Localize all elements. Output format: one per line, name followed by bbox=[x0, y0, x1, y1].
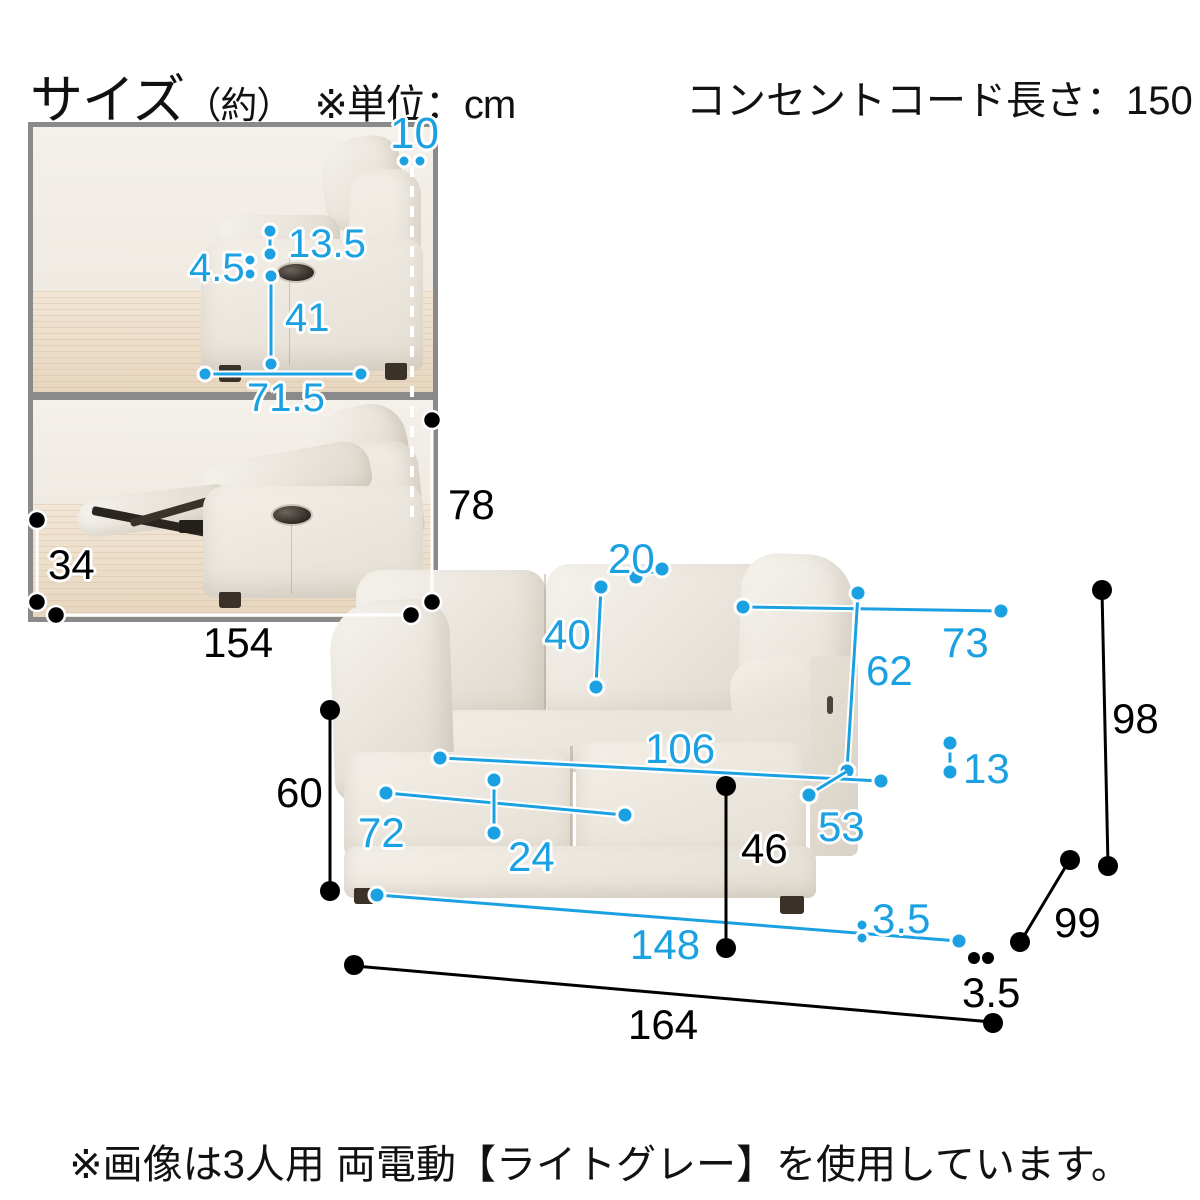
dim-label-34: 34 bbox=[48, 541, 95, 588]
dim-label-4_5: 4.5 bbox=[189, 246, 245, 290]
dim-label-3_5-black: 3.5 bbox=[962, 969, 1021, 1016]
dim-label-99: 99 bbox=[1054, 899, 1101, 946]
dim-label-20: 20 bbox=[608, 535, 655, 582]
photo-panel-side-upright bbox=[28, 122, 438, 397]
size-heading-main: サイズ bbox=[30, 71, 185, 130]
dim-label-53: 53 bbox=[818, 803, 865, 850]
side-body bbox=[201, 239, 423, 371]
dim-label-24: 24 bbox=[508, 833, 555, 880]
sofa-foot-left bbox=[354, 888, 376, 904]
recline-foot-left bbox=[219, 592, 241, 608]
dim-label-3_5-blue: 3.5 bbox=[872, 895, 931, 942]
sofa-front-skirt bbox=[344, 846, 816, 898]
recline-seam bbox=[291, 504, 292, 594]
dim-label-60: 60 bbox=[276, 769, 323, 816]
dim-label-106: 106 bbox=[645, 725, 716, 772]
side-foot-left bbox=[219, 365, 241, 382]
dim-label-10: 10 bbox=[390, 109, 439, 158]
dim-label-72: 72 bbox=[358, 809, 405, 856]
size-heading: サイズ（約） ※単位：cm bbox=[30, 58, 516, 134]
dim-label-148: 148 bbox=[630, 921, 701, 968]
side-foot-right bbox=[385, 363, 407, 380]
dim-label-98: 98 bbox=[1112, 695, 1159, 742]
sofa-back-seam bbox=[544, 574, 546, 722]
dim-label-73: 73 bbox=[942, 619, 989, 666]
dim-label-13_5: 13.5 bbox=[288, 222, 366, 266]
dim-label-78: 78 bbox=[448, 481, 495, 528]
side-seam bbox=[289, 257, 290, 365]
dim-label-154: 154 bbox=[203, 619, 274, 666]
sofa-foot-right bbox=[780, 896, 804, 914]
sofa-lever-slot bbox=[827, 696, 833, 714]
cord-length-label: コンセントコード長さ：150 bbox=[686, 79, 1193, 123]
footer-note: ※画像は3人用 両電動【ライトグレー】を使用しています。 bbox=[69, 1143, 1131, 1187]
dim-label-62: 62 bbox=[866, 647, 913, 694]
dim-label-164: 164 bbox=[628, 1001, 699, 1048]
dim-label-41: 41 bbox=[285, 296, 330, 340]
recline-power-button bbox=[273, 506, 311, 524]
dim-label-13: 13 bbox=[963, 745, 1010, 792]
dim-label-40: 40 bbox=[544, 611, 591, 658]
side-power-button bbox=[278, 264, 314, 281]
dim-label-71_5: 71.5 bbox=[247, 376, 325, 420]
dim-label-46: 46 bbox=[741, 825, 788, 872]
size-heading-unit: ※単位：cm bbox=[314, 83, 516, 127]
size-heading-approx: （約） bbox=[184, 85, 293, 126]
